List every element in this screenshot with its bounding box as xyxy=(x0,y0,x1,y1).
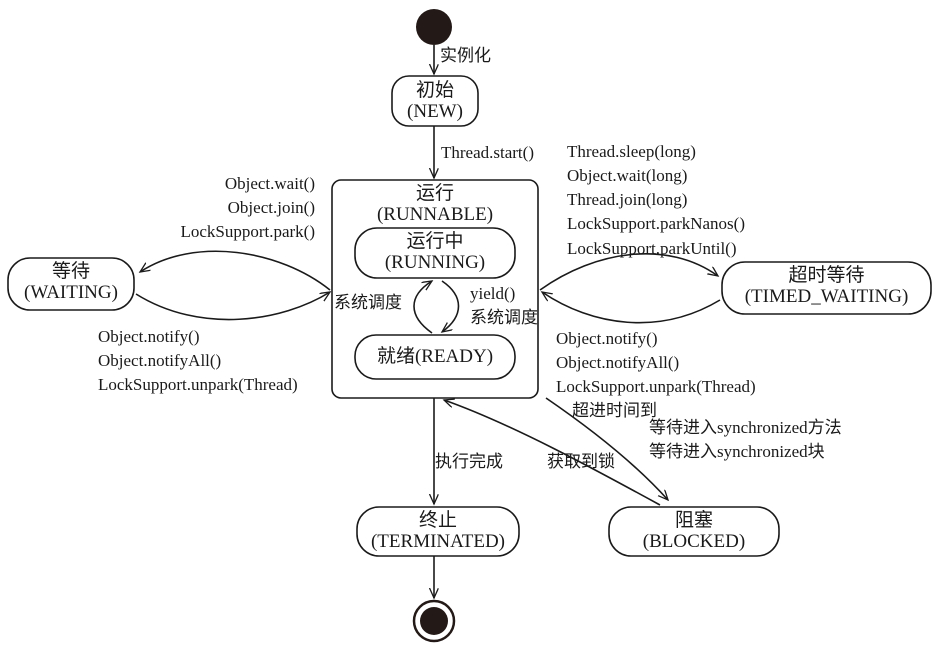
edge-runnable-to-timed-waiting xyxy=(539,253,718,291)
start-node xyxy=(416,9,452,45)
state-ready xyxy=(354,334,516,380)
edge-ready-to-running xyxy=(413,281,432,334)
edge-timed-waiting-to-runnable xyxy=(542,292,721,324)
state-running xyxy=(354,227,516,279)
edge-blocked-to-runnable xyxy=(444,400,661,506)
edge-running-to-ready xyxy=(442,280,460,332)
state-terminated xyxy=(356,506,520,557)
edge-runnable-to-waiting xyxy=(140,250,331,291)
state-blocked xyxy=(608,506,780,557)
state-waiting xyxy=(7,257,135,311)
state-timed-waiting xyxy=(721,261,932,315)
edge-waiting-to-runnable xyxy=(135,292,330,321)
state-new xyxy=(391,75,479,127)
edge-runnable-to-blocked xyxy=(545,397,668,500)
end-node-inner xyxy=(420,607,448,635)
